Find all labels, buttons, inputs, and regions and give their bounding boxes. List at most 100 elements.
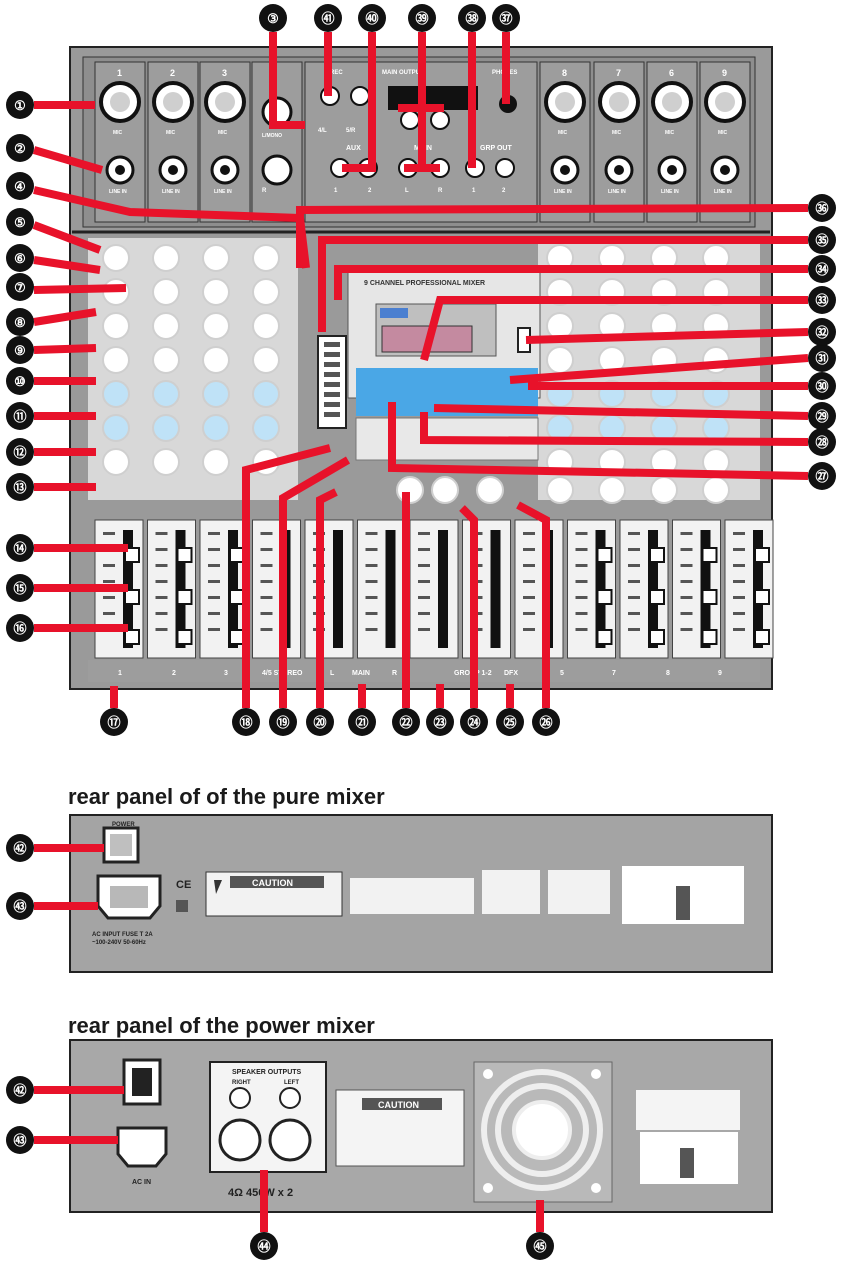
line-jack-center <box>220 165 230 175</box>
fader-scale-tick <box>523 564 535 567</box>
fader-slot <box>385 530 396 648</box>
left-label: LEFT <box>284 1080 299 1086</box>
fader-slot <box>438 530 448 648</box>
power-switch[interactable] <box>102 826 140 864</box>
jack-number-label: 1 <box>334 188 338 194</box>
bottom-channel-label: 7 <box>612 670 616 677</box>
callout-number-14: ⑭ <box>13 541 26 556</box>
callout-number-34: ㉞ <box>815 262 828 277</box>
mic-label: MIC <box>166 130 176 136</box>
fader-scale-tick <box>208 548 220 551</box>
bottom-channel-label: DFX <box>504 670 518 677</box>
rear-power-heading: rear panel of the power mixer <box>68 1013 375 1038</box>
line-in-label: LINE IN <box>608 189 626 195</box>
rec-label: REC <box>330 70 343 76</box>
fader-scale-tick <box>680 548 693 551</box>
callout-number-45: ㊺ <box>533 1239 546 1254</box>
fader-scale-tick <box>680 532 693 535</box>
fader-scale-tick <box>103 580 115 583</box>
callout-marker-40 <box>358 4 386 32</box>
callout-line-9 <box>33 344 97 354</box>
callout-marker-25 <box>496 708 524 736</box>
callout-marker-24 <box>460 708 488 736</box>
fader-slot <box>333 530 343 648</box>
channel-number-label: 9 <box>722 68 727 78</box>
callout-number-33: ㉝ <box>815 293 828 308</box>
fader-scale-tick <box>680 564 693 567</box>
fader-scale-tick <box>208 532 220 535</box>
fader-strip <box>304 519 354 659</box>
rotary-knob <box>152 312 180 340</box>
meter-segment <box>324 402 340 407</box>
strip-button <box>596 589 613 605</box>
callout-line-39 <box>398 32 444 172</box>
fader-scale-tick <box>523 628 535 631</box>
callout-line-19 <box>279 456 351 708</box>
callout-number-9: ⑨ <box>14 343 26 358</box>
xlr-jack-center <box>215 92 235 112</box>
callout-marker-7 <box>6 273 34 301</box>
callout-number-19: ⑲ <box>276 715 289 730</box>
line-jack-center <box>168 165 178 175</box>
fader-scale-tick <box>260 628 273 631</box>
fader-scale-tick <box>365 580 378 583</box>
fader-scale-tick <box>628 580 640 583</box>
jack-number-label: R <box>438 188 443 194</box>
channel-number-label: 3 <box>222 68 227 78</box>
callout-marker-26 <box>532 708 560 736</box>
fader-scale-tick <box>260 596 273 599</box>
fader-scale-tick <box>103 564 115 567</box>
fader-scale-tick <box>575 564 588 567</box>
rotary-knob <box>152 346 180 374</box>
strip-button <box>596 629 613 645</box>
callout-marker-14 <box>6 534 34 562</box>
callout-number-15: ⑮ <box>13 581 26 596</box>
callout-marker-20 <box>306 708 334 736</box>
callout-number-42: ㊷ <box>13 1083 26 1098</box>
master-knob <box>476 476 504 504</box>
rotary-knob <box>202 312 230 340</box>
line-in-label: LINE IN <box>714 189 732 195</box>
fader-scale-tick <box>575 580 588 583</box>
callout-marker-2 <box>6 134 34 162</box>
fader-scale-tick <box>208 580 220 583</box>
callout-number-26: ㉖ <box>539 715 552 730</box>
callout-number-12: ⑫ <box>13 445 26 460</box>
bottom-channel-label: 5 <box>560 670 564 677</box>
callout-number-8: ⑧ <box>14 315 26 330</box>
callout-marker-27 <box>808 462 836 490</box>
grp-out-label: GRP OUT <box>480 145 512 152</box>
speaker-outputs-label: SPEAKER OUTPUTS <box>232 1069 302 1076</box>
callout-number-28: ㉘ <box>815 435 828 450</box>
callout-marker-45 <box>526 1232 554 1260</box>
callout-number-31: ㉛ <box>815 351 828 366</box>
bottom-channel-label: 3 <box>224 670 228 677</box>
fader-scale-tick <box>418 564 430 567</box>
callout-marker-16 <box>6 614 34 642</box>
rotary-knob <box>102 414 130 442</box>
fader-scale-tick <box>523 596 535 599</box>
ac-in-label: AC IN <box>132 1179 151 1186</box>
callout-number-43: ㊸ <box>13 1133 26 1148</box>
fader-scale-tick <box>575 596 588 599</box>
callout-line-5 <box>32 221 102 254</box>
callout-number-30: ㉚ <box>815 379 828 394</box>
fader-scale-tick <box>365 596 378 599</box>
fader-scale-tick <box>365 548 378 551</box>
output-jack <box>430 110 450 130</box>
jack-number-label: 2 <box>502 188 506 194</box>
fader-scale-tick <box>155 580 168 583</box>
mic-label: MIC <box>612 130 622 136</box>
callout-marker-36 <box>808 194 836 222</box>
output-jack <box>495 158 515 178</box>
fader-scale-tick <box>628 628 640 631</box>
fader-scale-tick <box>365 564 378 567</box>
callout-number-38: ㊳ <box>465 11 478 26</box>
callout-line-29 <box>433 404 809 420</box>
callout-marker-17 <box>100 708 128 736</box>
callout-number-10: ⑩ <box>14 374 26 389</box>
callout-marker-39 <box>408 4 436 32</box>
callout-marker-8 <box>6 308 34 336</box>
callout-number-1: ① <box>14 98 26 113</box>
